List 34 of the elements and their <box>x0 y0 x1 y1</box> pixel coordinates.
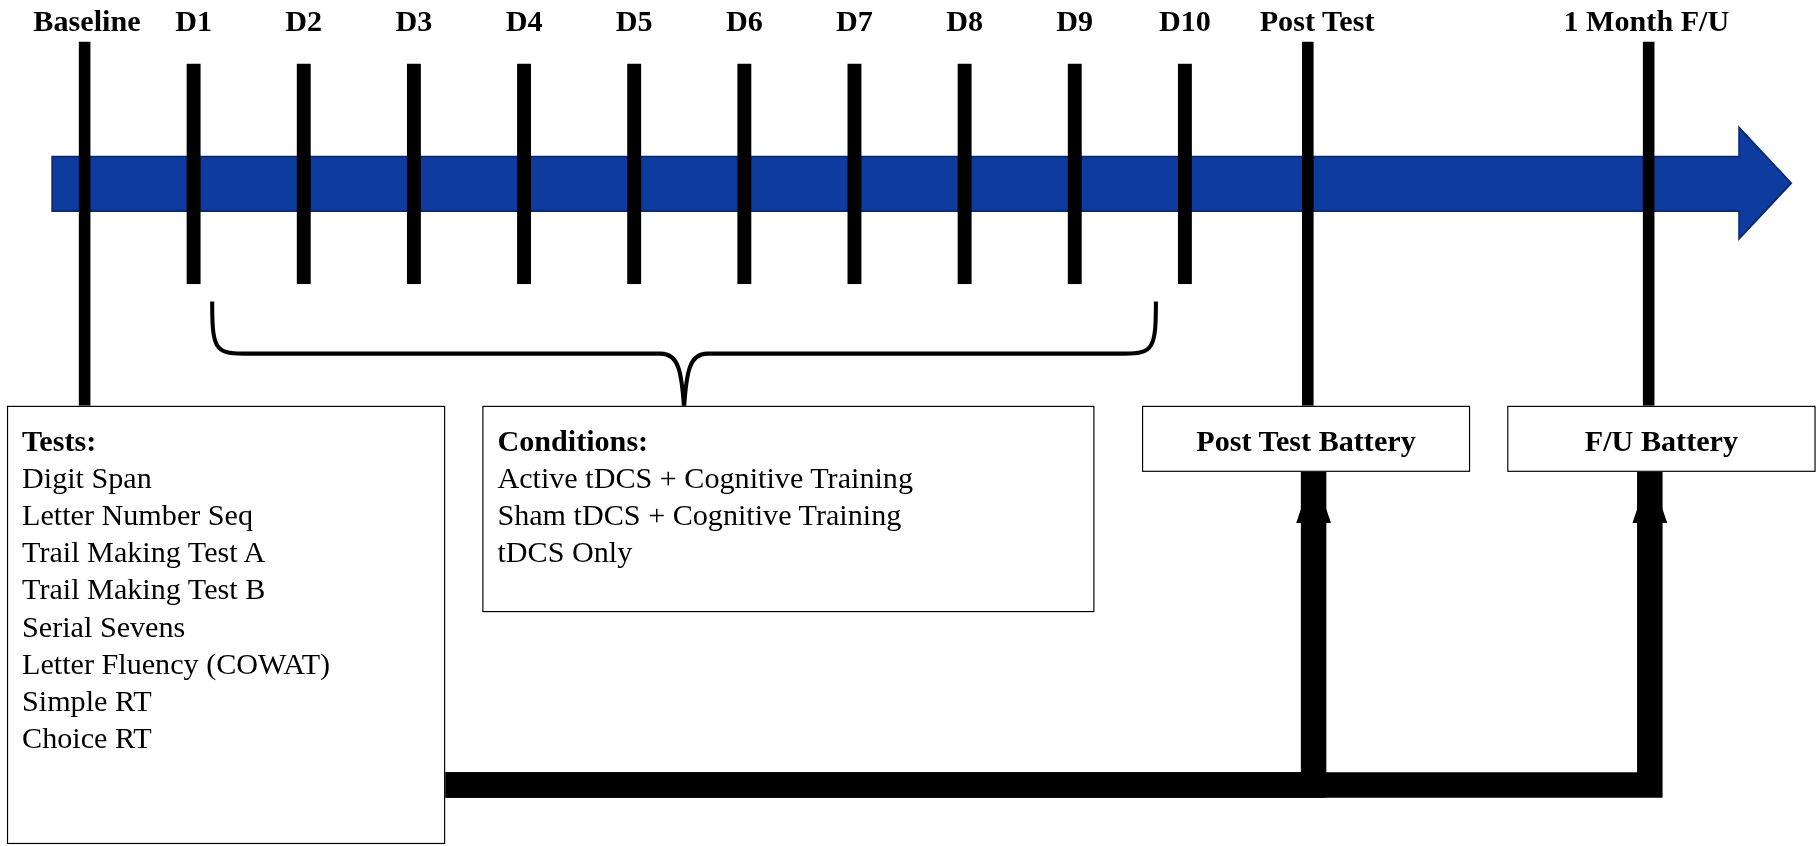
connector-line <box>1302 41 1314 406</box>
list-heading: Conditions: <box>497 423 649 460</box>
list-box <box>6 405 446 845</box>
connector-line <box>1642 41 1655 406</box>
list-item: Sham tDCS + Cognitive Training <box>497 497 902 535</box>
day-label: D6 <box>725 4 763 40</box>
day-label: D7 <box>836 4 873 40</box>
list-item: Serial Sevens <box>22 608 186 646</box>
day-label: D5 <box>615 4 653 40</box>
day-label: D4 <box>505 4 543 40</box>
timepoint-label: 1 Month F/U <box>1563 4 1730 40</box>
list-box <box>482 405 1095 613</box>
day-label: D9 <box>1056 4 1094 40</box>
day-label: D2 <box>285 4 323 40</box>
day-label: D3 <box>395 4 433 40</box>
list-heading: Tests: <box>22 423 97 460</box>
timepoint-label: Baseline <box>33 4 141 40</box>
list-item: Trail Making Test A <box>22 534 266 572</box>
connector-line <box>78 41 91 406</box>
list-item: tDCS Only <box>497 534 633 572</box>
battery-box: Post Test Battery <box>1142 405 1471 472</box>
day-label: D10 <box>1158 4 1211 40</box>
day-label: D8 <box>946 4 984 40</box>
list-item: Active tDCS + Cognitive Training <box>497 460 913 498</box>
list-item: Digit Span <box>22 460 152 498</box>
list-item: Trail Making Test B <box>22 571 266 609</box>
list-item: Simple RT <box>22 682 152 720</box>
battery-box: F/U Battery <box>1507 405 1816 472</box>
list-item: Choice RT <box>22 719 152 757</box>
list-item: Letter Fluency (COWAT) <box>22 645 331 683</box>
day-label: D1 <box>175 4 213 40</box>
arrow <box>445 471 1668 798</box>
list-item: Letter Number Seq <box>22 497 254 535</box>
timepoint-label: Post Test <box>1259 4 1375 40</box>
